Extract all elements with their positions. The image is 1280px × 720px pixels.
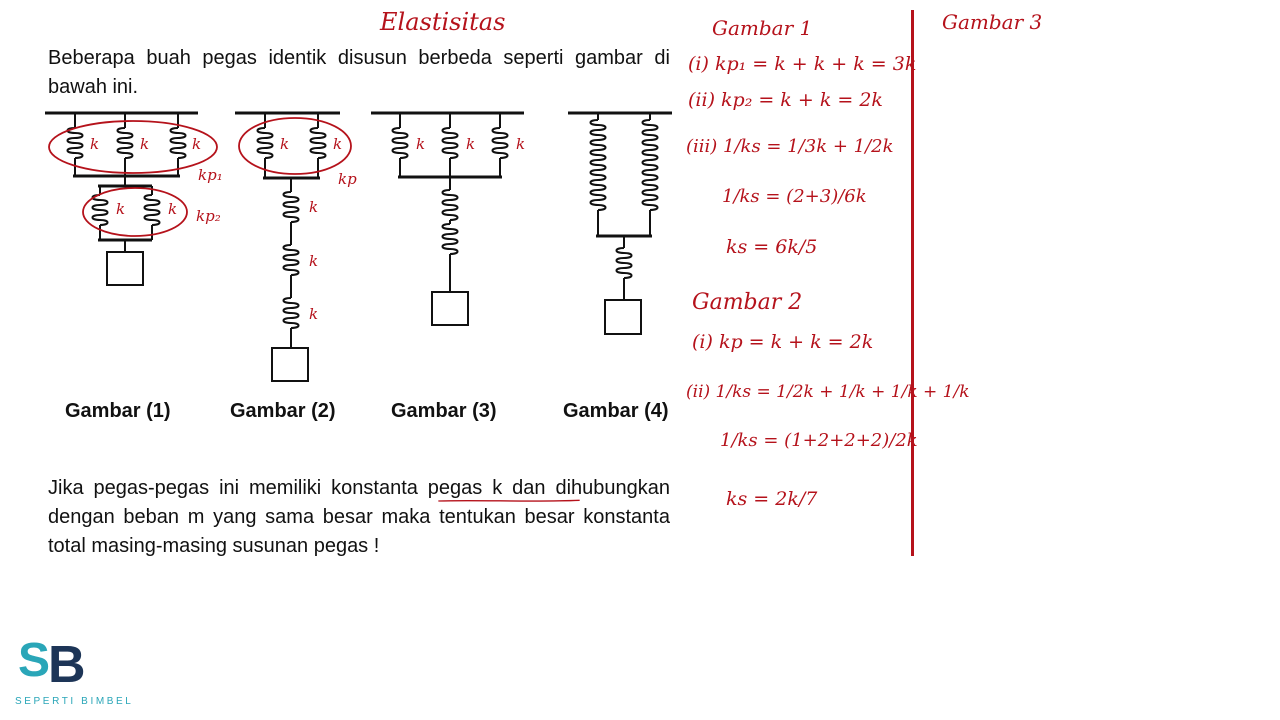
notes-g2-line3: 1/ks = (1+2+2+2)/2k — [720, 430, 918, 451]
notes-g2-line4: ks = 2k/7 — [726, 488, 818, 510]
handwritten-title: Elastisitas — [380, 8, 506, 36]
label-k: k — [309, 252, 319, 270]
label-kp2: kp₂ — [196, 207, 221, 225]
figure-2-diagram — [235, 111, 340, 382]
figure-4-diagram — [568, 111, 672, 335]
label-k: k — [333, 135, 343, 153]
label-k: k — [309, 198, 319, 216]
notes-g2-line1: (i) kp = k + k = 2k — [692, 331, 874, 353]
label-k: k — [90, 135, 100, 153]
notes-g2-heading: Gambar 2 — [692, 290, 803, 315]
underline-annotation — [438, 499, 580, 502]
brand-name: SEPERTI BIMBEL — [15, 696, 134, 707]
label-k: k — [192, 135, 202, 153]
caption-gambar-3: Gambar (3) — [391, 400, 497, 422]
red-annotation-ellipses — [48, 117, 352, 237]
notes-g1-line1: (i) kp₁ = k + k + k = 3k — [688, 53, 917, 75]
notes-g1-line5: ks = 6k/5 — [726, 236, 818, 258]
label-k: k — [140, 135, 150, 153]
notes-g1-line3: (iii) 1/ks = 1/3k + 1/2k — [686, 136, 894, 157]
notes-g1-line2: (ii) kp₂ = k + k = 2k — [688, 89, 883, 111]
logo-letter-b: B — [48, 636, 86, 692]
label-k: k — [280, 135, 290, 153]
brand-logo: B S — [14, 634, 104, 697]
label-kp: kp — [338, 170, 357, 188]
figure-3-diagram — [371, 111, 524, 326]
logo-letter-s: S — [18, 636, 50, 687]
notes-g3-heading: Gambar 3 — [942, 10, 1043, 34]
notes-g1-line4: 1/ks = (2+3)/6k — [722, 186, 867, 207]
label-k: k — [309, 305, 319, 323]
notes-g1-heading: Gambar 1 — [712, 16, 813, 40]
problem-intro: Beberapa buah pegas identik disusun berb… — [48, 47, 670, 98]
figure-1-diagram — [45, 111, 198, 286]
caption-gambar-4: Gambar (4) — [563, 400, 669, 422]
label-k: k — [116, 200, 126, 218]
problem-question: Jika pegas-pegas ini memiliki konstanta … — [48, 477, 670, 557]
label-k: k — [516, 135, 526, 153]
caption-gambar-1: Gambar (1) — [65, 400, 171, 422]
label-k: k — [168, 200, 178, 218]
spring-diagrams — [45, 111, 672, 382]
notes-g2-line2: (ii) 1/ks = 1/2k + 1/k + 1/k + 1/k — [686, 382, 970, 402]
label-k: k — [416, 135, 426, 153]
notes-divider — [911, 10, 914, 556]
caption-gambar-2: Gambar (2) — [230, 400, 336, 422]
label-k: k — [466, 135, 476, 153]
label-kp1: kp₁ — [198, 166, 223, 184]
